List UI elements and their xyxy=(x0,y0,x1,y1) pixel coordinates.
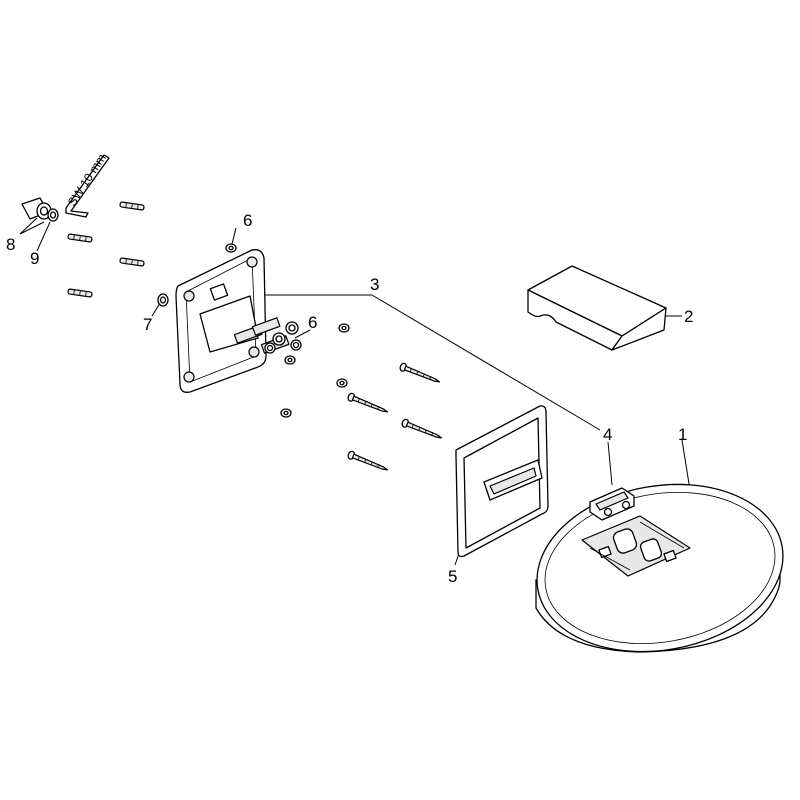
part-1-housing xyxy=(535,483,784,653)
mounting-screws xyxy=(347,362,443,471)
callout-1: 1 xyxy=(678,425,687,444)
part-2-block xyxy=(527,265,667,351)
part-4-connector xyxy=(589,487,635,521)
callout-5: 5 xyxy=(448,567,457,586)
callout-4: 4 xyxy=(603,425,612,444)
circuit-board xyxy=(581,515,691,577)
callout-7: 7 xyxy=(143,315,152,334)
hex-key-tool: SW 10 mm xyxy=(65,151,110,218)
callout-labels: 1 2 3 4 5 6 6 7 8 9 xyxy=(6,211,693,586)
threaded-studs-left xyxy=(67,201,145,298)
callout-3: 3 xyxy=(370,275,379,294)
part-9-seal xyxy=(47,208,59,222)
callout-6-lower: 6 xyxy=(308,313,317,332)
callout-6-upper: 6 xyxy=(243,211,252,230)
part-8-cap xyxy=(21,197,52,220)
callout-2: 2 xyxy=(684,307,693,326)
part-3-mounting-plate xyxy=(175,249,302,393)
valve-cartridges xyxy=(233,317,302,354)
hex-key-size-label: SW 10 mm xyxy=(65,151,109,208)
callout-9: 9 xyxy=(30,249,39,268)
washers xyxy=(157,243,350,418)
callout-8: 8 xyxy=(6,235,15,254)
part-5-cover-plate xyxy=(455,405,549,558)
